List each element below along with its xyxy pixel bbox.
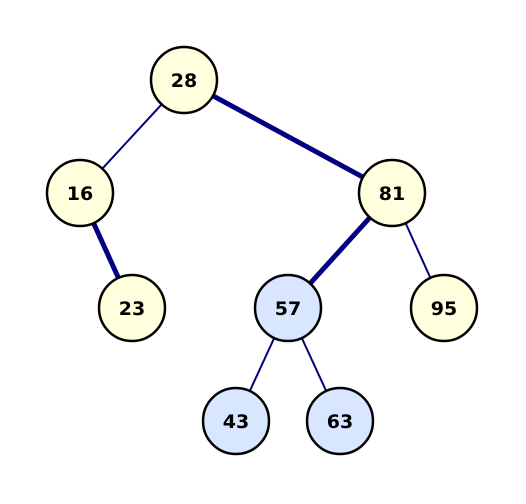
node-circle (201, 386, 271, 456)
tree-edge (211, 93, 365, 180)
node-label: 63 (327, 411, 353, 433)
tree-edge (308, 215, 372, 286)
node-circle (149, 45, 219, 115)
node-circle (305, 386, 375, 456)
tree-node-95: 95 (409, 273, 479, 343)
tree-edge (300, 337, 328, 392)
node-label: 28 (171, 70, 197, 92)
node-label: 95 (431, 298, 457, 320)
tree-edge (101, 103, 163, 170)
node-circle (357, 158, 427, 228)
tree-edge (91, 222, 121, 279)
node-label: 57 (275, 298, 301, 320)
node-circle (253, 273, 323, 343)
tree-node-57: 57 (253, 273, 323, 343)
node-circle (97, 273, 167, 343)
tree-node-43: 43 (201, 386, 271, 456)
node-circle (409, 273, 479, 343)
tree-edge (404, 222, 432, 279)
tree-node-28: 28 (149, 45, 219, 115)
node-circle (45, 158, 115, 228)
tree-node-81: 81 (357, 158, 427, 228)
tree-node-23: 23 (97, 273, 167, 343)
node-label: 16 (67, 183, 93, 205)
tree-edge (248, 337, 276, 392)
node-label: 43 (223, 411, 249, 433)
node-label: 23 (119, 298, 145, 320)
edges-layer (91, 93, 432, 392)
nodes-layer: 28 16 81 23 57 95 43 63 (45, 45, 479, 456)
tree-node-63: 63 (305, 386, 375, 456)
node-label: 81 (379, 183, 405, 205)
tree-node-16: 16 (45, 158, 115, 228)
